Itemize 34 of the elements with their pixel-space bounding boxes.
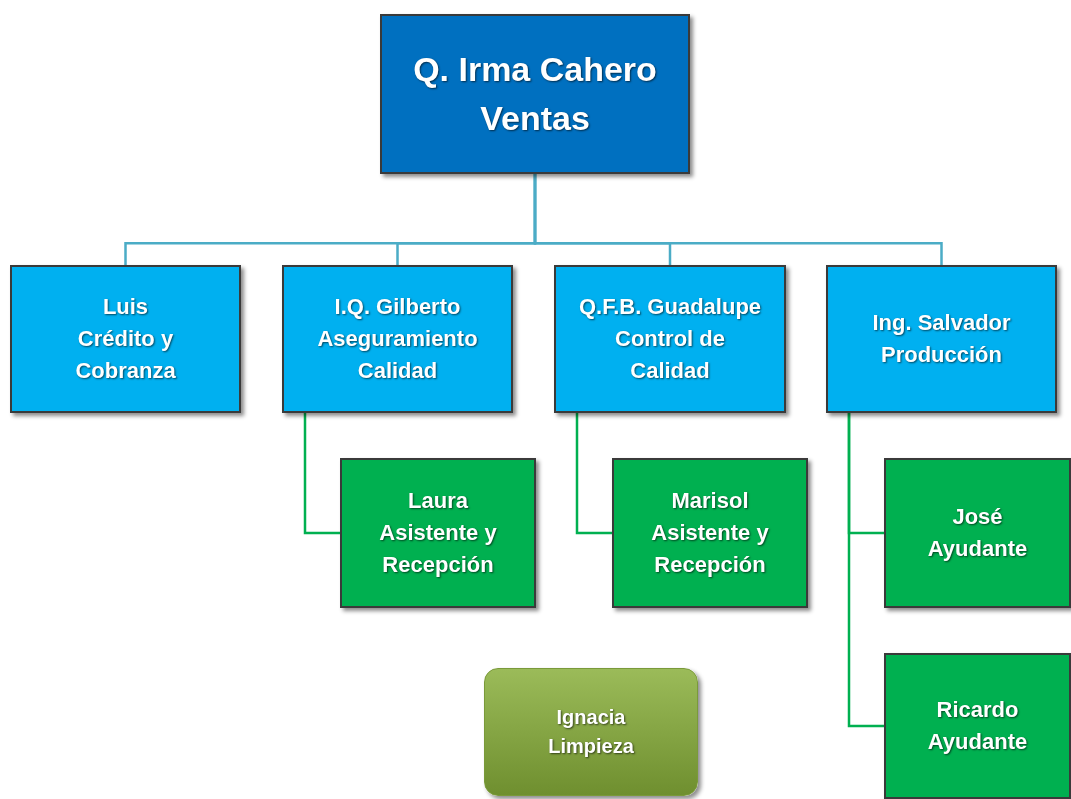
position-box [554, 265, 786, 413]
role-title: Ayudante [927, 535, 1028, 563]
role-title: Asistente y Recepción [650, 519, 770, 579]
manager-box [380, 14, 690, 174]
position-box [282, 265, 513, 413]
person-name: Luis [102, 293, 149, 322]
connector-line [847, 413, 884, 728]
person-name: Laura [408, 487, 468, 516]
connector-line [533, 174, 943, 265]
role-title: Asistente y Recepción [378, 519, 498, 579]
position-box [884, 653, 1071, 799]
role-title: Limpieza [548, 734, 634, 759]
position-box [340, 458, 536, 608]
position-box [10, 265, 241, 413]
position-box [612, 458, 808, 608]
person-name: Q.F.B. Guadalupe [578, 293, 762, 322]
connector-line [303, 413, 340, 535]
role-title: Aseguramiento Calidad [316, 325, 479, 385]
position-box [484, 668, 698, 796]
role-title: Producción [881, 341, 1002, 369]
person-name: Ricardo [936, 696, 1019, 725]
role-title: Control de Calidad [614, 325, 726, 385]
person-name: Q. Irma Cahero [413, 48, 657, 90]
person-name: José [952, 503, 1003, 532]
role-title: Ayudante [927, 728, 1028, 756]
position-box [884, 458, 1071, 608]
position-box [826, 265, 1057, 413]
person-name: Ignacia [556, 705, 626, 730]
person-name: Marisol [671, 487, 749, 516]
role-title: Crédito y Cobranza [74, 325, 177, 385]
person-name: I.Q. Gilberto [334, 293, 461, 322]
connector-line [575, 413, 612, 535]
role-title: Ventas [480, 98, 590, 139]
person-name: Ing. Salvador [872, 309, 1011, 338]
